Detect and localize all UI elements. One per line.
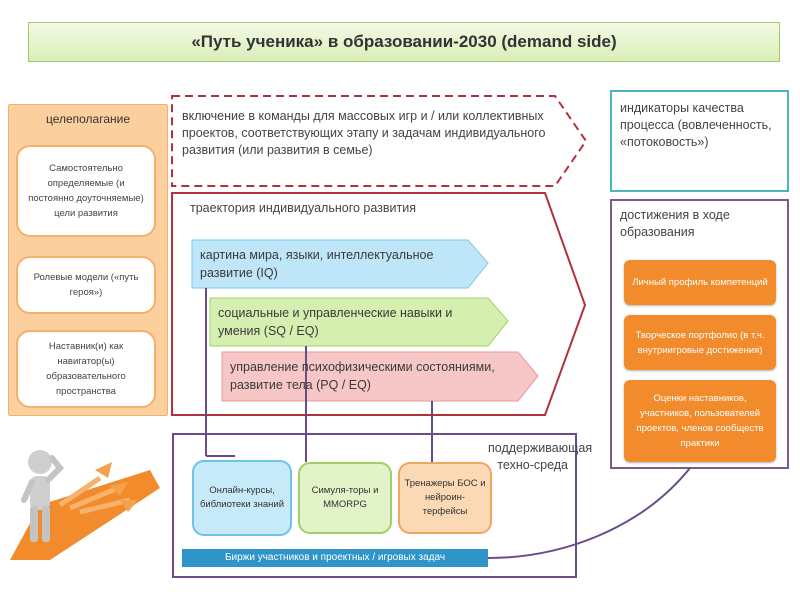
tool-biofeedback-trainers: Тренажеры БОС и нейроин-терфейсы [398, 462, 492, 534]
page-title: «Путь ученика» в образовании-2030 (deman… [28, 22, 780, 62]
goal-item: Наставник(и) как навигатор(ы) образовате… [16, 330, 156, 408]
connector-exchange-to-achievements [487, 467, 691, 559]
goal-item: Ролевые модели («путь героя») [16, 256, 156, 314]
indicators-frame [610, 90, 789, 192]
achievement-item: Личный профиль компетенций [624, 260, 776, 305]
exchange-bar: Биржи участников и проектных / игровых з… [182, 549, 488, 567]
ribbon-iq-label: картина мира, языки, интеллектуальное ра… [200, 248, 434, 280]
trajectory-title: траектория индивидуального развития [190, 201, 417, 215]
tool-simulators: Симуля-торы и MMORPG [298, 462, 392, 534]
ribbon-iq-shape [191, 239, 489, 289]
indicators-text: индикаторы качества процесса (вовлеченно… [620, 101, 772, 149]
goal-setting-title: целеполагание [45, 112, 131, 126]
achievements-title: достижения в ходе образования [620, 208, 730, 239]
support-label: поддерживающая техно-среда [488, 441, 593, 472]
achievement-item: Творческое портфолио (в т.ч. внутриигров… [624, 315, 776, 370]
ribbon-sq-shape [209, 297, 509, 347]
ribbon-pq-label: управление психофизическими состояниями,… [230, 360, 495, 392]
achievement-item: Оценки наставников, участников, пользова… [624, 380, 776, 462]
ribbon-pq-shape [221, 351, 539, 402]
ribbon-sq-label: социальные и управленческие навыки и уме… [218, 306, 453, 338]
support-frame [172, 433, 577, 578]
inclusion-dashed-arrow [171, 95, 588, 187]
goal-item: Самостоятельно определяемые (и постоянно… [16, 145, 156, 237]
inclusion-text: включение в команды для массовых игр и /… [182, 109, 546, 157]
thinking-person-illustration [10, 450, 160, 560]
tool-online-courses: Онлайн-курсы, библиотеки знаний [192, 460, 292, 536]
